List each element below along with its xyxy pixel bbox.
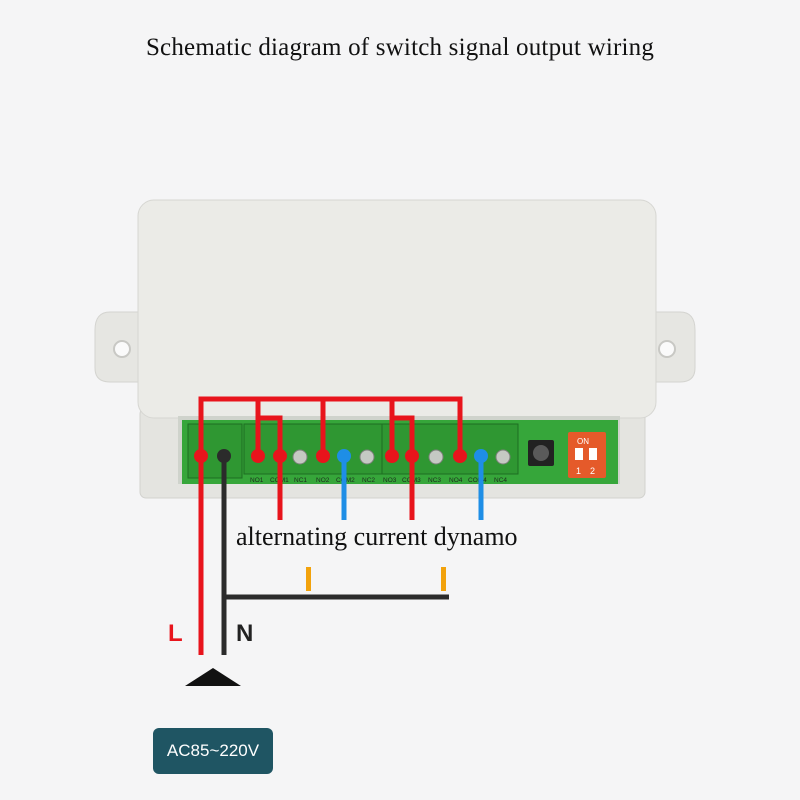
load-marker-left bbox=[306, 567, 311, 591]
no2-dot bbox=[316, 449, 330, 463]
dip-switch-lever-1[interactable] bbox=[575, 448, 583, 460]
button-cap bbox=[533, 445, 549, 461]
load-label: alternating current dynamo bbox=[236, 522, 518, 551]
connection-dots bbox=[194, 449, 488, 463]
load-label-backdrop bbox=[232, 520, 568, 552]
terminal-label-nc2: NC2 bbox=[362, 477, 375, 484]
terminal-label-nc3: NC3 bbox=[428, 477, 441, 484]
terminal-screws bbox=[292, 449, 511, 465]
left-mounting-hole bbox=[113, 340, 131, 358]
com1-dot bbox=[273, 449, 287, 463]
terminal-label-nc1: NC1 bbox=[294, 477, 307, 484]
terminal-screw bbox=[495, 449, 511, 465]
terminal-label-no4: NO4 bbox=[449, 477, 463, 484]
diagram-title: Schematic diagram of switch signal outpu… bbox=[145, 34, 655, 61]
terminal-screw bbox=[359, 449, 375, 465]
common-wiring bbox=[341, 455, 484, 522]
neutral-label: N bbox=[236, 620, 253, 647]
power-terminal-block bbox=[187, 423, 243, 479]
live-jumper-com1 bbox=[258, 415, 283, 520]
live-wiring bbox=[198, 396, 463, 655]
terminal-label-no2: NO2 bbox=[316, 477, 330, 484]
load-markers bbox=[306, 567, 446, 591]
com2-dot bbox=[337, 449, 351, 463]
terminal-label-com4: COM4 bbox=[468, 477, 487, 484]
live-input-dot bbox=[194, 449, 208, 463]
dip-switch-on-label: ON bbox=[577, 437, 589, 446]
enclosure-lid bbox=[137, 199, 657, 419]
terminal-label-nc4: NC4 bbox=[494, 477, 507, 484]
no1-dot bbox=[251, 449, 265, 463]
live-jumper-com3 bbox=[392, 415, 415, 520]
neutral-input-dot bbox=[217, 449, 231, 463]
dip-switch[interactable]: ON 1 2 bbox=[568, 432, 606, 478]
dip-switch-position-2: 2 bbox=[590, 466, 595, 476]
no3-dot bbox=[385, 449, 399, 463]
no4-dot bbox=[453, 449, 467, 463]
terminal-label-no3: NO3 bbox=[383, 477, 397, 484]
terminal-screw bbox=[428, 449, 444, 465]
dip-switch-body bbox=[568, 432, 606, 478]
line-label: L bbox=[168, 620, 183, 647]
right-mounting-hole bbox=[658, 340, 676, 358]
relay-terminal-block-1 bbox=[243, 423, 383, 475]
power-input-arrow bbox=[185, 668, 241, 686]
terminal-screw bbox=[292, 449, 308, 465]
voltage-badge: AC85~220V bbox=[153, 728, 273, 774]
learn-button[interactable] bbox=[528, 440, 554, 466]
terminal-label-no1: NO1 bbox=[250, 477, 264, 484]
dip-switch-position-1: 1 bbox=[576, 466, 581, 476]
com3-dot bbox=[405, 449, 419, 463]
load-marker-right bbox=[441, 567, 446, 591]
live-bus-wire bbox=[198, 396, 463, 655]
pcb-board: NO1 COM1 NC1 NO2 COM2 NC2 NO3 COM3 NC3 N… bbox=[182, 420, 618, 484]
com4-dot bbox=[474, 449, 488, 463]
dip-switch-lever-2[interactable] bbox=[589, 448, 597, 460]
neutral-wiring bbox=[221, 455, 449, 655]
relay-terminal-block-2 bbox=[381, 423, 519, 475]
